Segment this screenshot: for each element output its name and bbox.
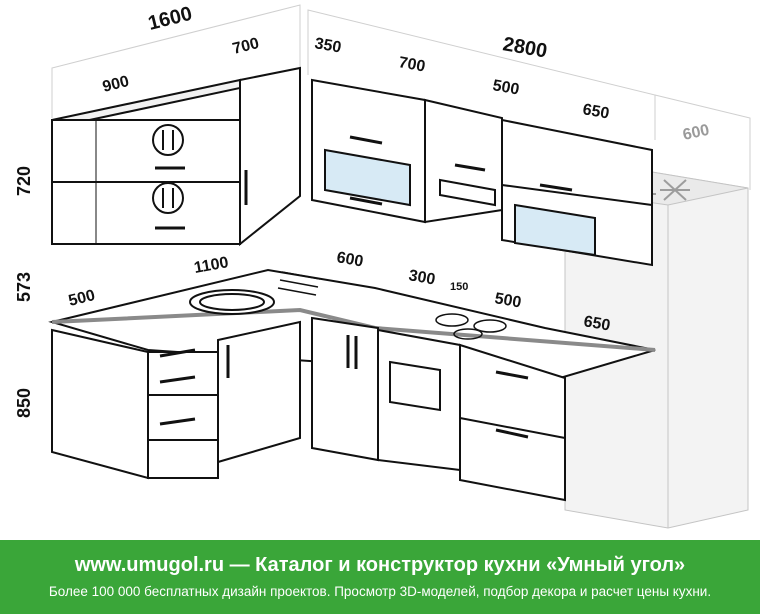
- base-cabinets: [51, 316, 566, 502]
- oven: [389, 360, 441, 412]
- dim-total-right: 2800: [501, 33, 549, 62]
- dim-total-left: 1600: [146, 3, 195, 35]
- footer-banner: www.umugol.ru — Каталог и конструктор ку…: [0, 540, 760, 614]
- range-hood: [439, 178, 496, 207]
- dim-fridge-600: 600: [681, 122, 711, 144]
- base-handles: [159, 335, 529, 439]
- sink: [189, 289, 275, 315]
- footer-title-text: — Каталог и конструктор кухни «Умный уго…: [224, 554, 686, 576]
- dim-base-1100: 1100: [193, 254, 230, 277]
- dim-base-300: 300: [407, 267, 436, 288]
- dim-base-600: 600: [335, 249, 364, 270]
- dim-height-gap: 573: [14, 272, 34, 302]
- dim-height-upper: 720: [14, 166, 34, 196]
- upper-left-handles: [155, 166, 185, 230]
- site-link[interactable]: www.umugol.ru: [74, 554, 225, 576]
- dim-upper-700: 700: [231, 35, 261, 58]
- kitchen-layout-drawing: 1600 2800 900 700 350 700 500 650 600 72…: [14, 3, 751, 529]
- dim-upper-700b: 700: [397, 54, 426, 75]
- dim-upper-650: 650: [581, 101, 610, 122]
- dim-base-150: 150: [450, 281, 468, 293]
- dim-base-500b: 500: [493, 290, 522, 311]
- dim-upper-350: 350: [313, 35, 342, 56]
- drainboard-lines: [277, 271, 321, 296]
- dim-upper-900: 900: [101, 73, 131, 96]
- tableware-icon: [152, 124, 184, 214]
- glass-fronts: [324, 148, 596, 257]
- dim-height-base: 850: [14, 388, 34, 418]
- footer-subtitle: Более 100 000 бесплатных дизайн проектов…: [48, 584, 712, 599]
- cooktop: [435, 313, 507, 340]
- dim-base-650: 650: [582, 313, 611, 334]
- upper-left-cabinets: [51, 66, 301, 247]
- footer-title: www.umugol.ru — Каталог и конструктор ку…: [0, 554, 760, 577]
- dimension-guides: [51, 4, 751, 190]
- dim-base-500: 500: [67, 287, 97, 310]
- dim-upper-500: 500: [491, 77, 520, 98]
- upper-right-handles: [349, 135, 573, 206]
